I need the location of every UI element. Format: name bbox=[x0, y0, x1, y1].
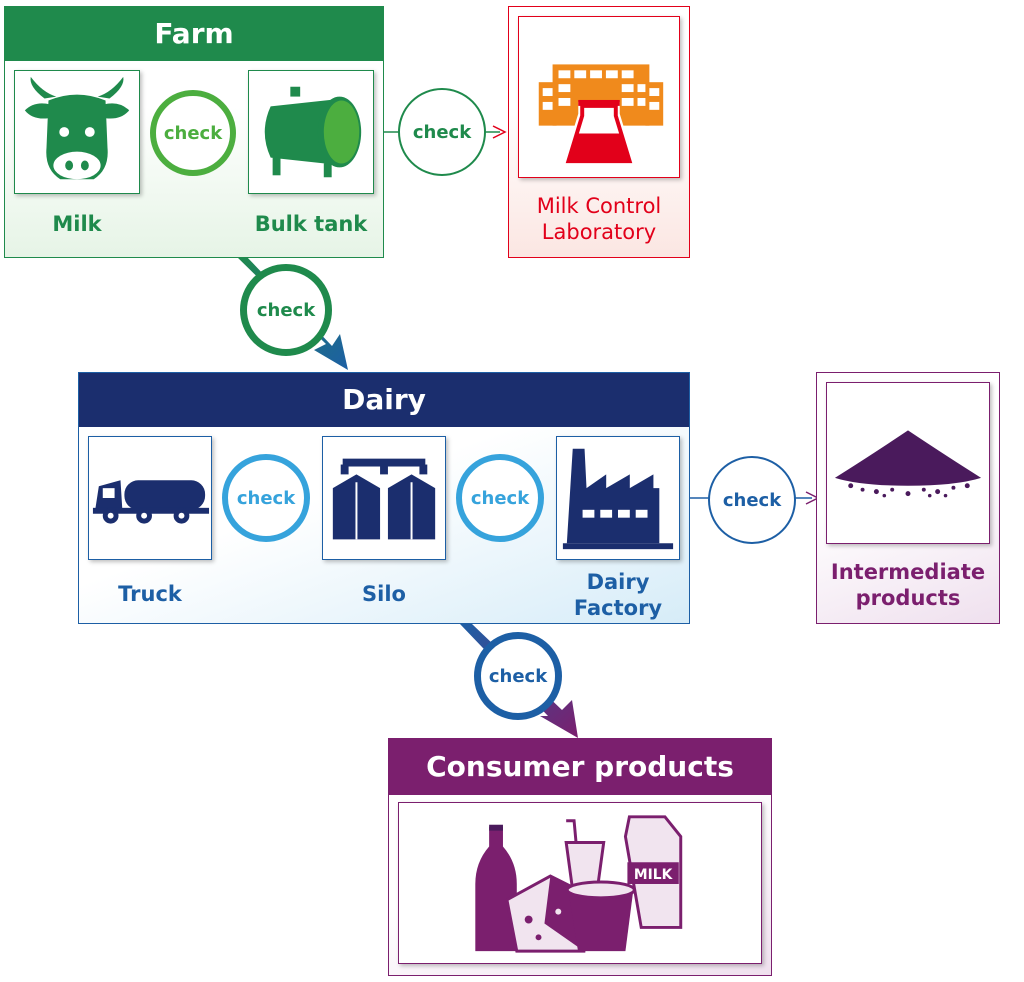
yogurt-cup-icon bbox=[568, 889, 634, 952]
bulk-tank-icon bbox=[264, 86, 362, 178]
intermediate-products-label-line1: Intermediate bbox=[830, 560, 986, 584]
farm-title: Farm bbox=[5, 7, 383, 61]
lab-tile bbox=[518, 16, 680, 178]
truck-label: Truck bbox=[118, 582, 182, 606]
dairy-to-intermediate-check-button[interactable]: check bbox=[708, 456, 796, 544]
truck-tile bbox=[88, 436, 212, 560]
milk-control-lab-label-line1: Milk Control bbox=[536, 194, 662, 218]
farm-inner-check-button[interactable]: check bbox=[150, 90, 236, 176]
factory-tile bbox=[556, 436, 680, 560]
milk-tile bbox=[14, 70, 140, 194]
bulk-tank-label: Bulk tank bbox=[254, 212, 368, 236]
consumer-products-tile: MILK bbox=[398, 802, 762, 964]
bulk-tank-tile bbox=[248, 70, 374, 194]
milk-label: Milk bbox=[52, 212, 102, 236]
farm-to-dairy-arrow bbox=[236, 256, 348, 370]
consumer-products-title: Consumer products bbox=[389, 739, 771, 795]
laboratory-icon bbox=[538, 64, 664, 166]
glass-icon bbox=[564, 841, 606, 888]
powder-pile-icon bbox=[834, 430, 982, 498]
silo-to-factory-check-button[interactable]: check bbox=[456, 454, 544, 542]
bottle-icon bbox=[475, 826, 517, 952]
dairy-to-consumer-check-button[interactable]: check bbox=[474, 632, 562, 720]
dairy-products-icon: MILK bbox=[475, 815, 683, 953]
farm-to-lab-check-button[interactable]: check bbox=[398, 88, 486, 176]
silo-icon bbox=[332, 458, 436, 540]
dairy-factory-label-line1: Dairy bbox=[586, 570, 650, 594]
cow-icon bbox=[24, 76, 130, 180]
factory-icon bbox=[562, 448, 674, 550]
milk-carton-text: MILK bbox=[634, 867, 674, 883]
intermediate-products-tile bbox=[826, 382, 990, 544]
farm-to-dairy-check-button[interactable]: check bbox=[240, 264, 332, 356]
intermediate-products-label-line2: products bbox=[855, 586, 961, 610]
truck-to-silo-check-button[interactable]: check bbox=[222, 454, 310, 542]
milk-control-lab-label-line2: Laboratory bbox=[541, 220, 657, 244]
farm-to-lab-arrowhead bbox=[492, 125, 507, 139]
truck-icon bbox=[92, 480, 210, 524]
dairy-factory-label-line2: Factory bbox=[573, 596, 663, 620]
silo-label: Silo bbox=[362, 582, 406, 606]
silo-tile bbox=[322, 436, 446, 560]
dairy-title: Dairy bbox=[79, 373, 689, 427]
